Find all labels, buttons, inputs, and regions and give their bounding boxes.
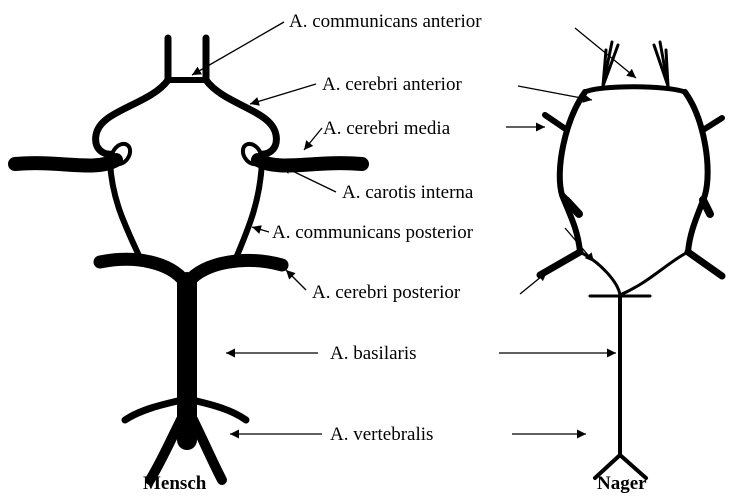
caption-nager: Nager <box>597 473 647 494</box>
caption-mensch: Mensch <box>143 473 207 494</box>
label-vertebralis: A. vertebralis <box>330 424 433 445</box>
label-communicans-posterior: A. communicans posterior <box>272 222 474 243</box>
label-cerebri-posterior: A. cerebri posterior <box>312 282 461 303</box>
human-vessel-diagram <box>15 38 362 480</box>
label-communicans-anterior: A. communicans anterior <box>289 11 482 32</box>
arrow-cerebri-anterior-left <box>250 84 316 104</box>
arrow-cerebri-media-left <box>304 128 322 150</box>
arrow-cerebri-posterior-right <box>520 272 547 294</box>
label-carotis-interna: A. carotis interna <box>342 182 474 203</box>
label-basilaris: A. basilaris <box>330 343 417 364</box>
labels: A. communicans anterior A. cerebri anter… <box>272 11 482 445</box>
arrow-communicans-posterior-left <box>252 227 269 232</box>
rodent-vessel-diagram <box>540 42 722 478</box>
label-cerebri-media: A. cerebri media <box>323 118 451 139</box>
label-cerebri-anterior: A. cerebri anterior <box>322 74 462 95</box>
arrow-cerebri-posterior-left <box>286 270 306 290</box>
